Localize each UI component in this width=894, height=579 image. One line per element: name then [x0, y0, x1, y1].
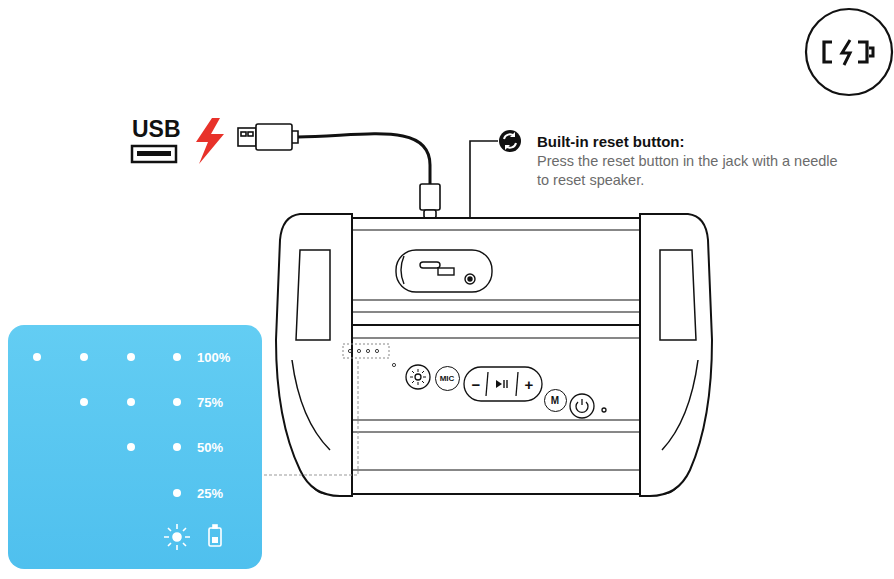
usb-port-icon [132, 146, 176, 162]
button-label: MIC [440, 374, 455, 383]
level-percent: 75% [197, 395, 223, 410]
level-percent: 25% [197, 486, 223, 501]
indicator-leds [348, 349, 395, 366]
reset-icon [499, 130, 521, 152]
volume-plus: + [525, 376, 534, 393]
usb-plug [238, 124, 298, 150]
mode-button: M [544, 389, 567, 412]
power-bolt [196, 118, 224, 164]
usb-text: USB [132, 116, 181, 143]
indicator-panel-ground [8, 325, 262, 569]
power-button [570, 394, 606, 418]
type-c-plug [420, 184, 440, 218]
port-panel [396, 250, 492, 292]
charging-icon [806, 9, 892, 95]
button-label: M [551, 395, 559, 406]
callout-heading: Built-in reset button: [537, 133, 684, 150]
level-percent: 50% [197, 440, 223, 455]
battery-icon [209, 525, 221, 546]
speaker-body [276, 214, 712, 496]
volume-minus: − [472, 376, 481, 393]
mic-button: MIC [435, 366, 460, 391]
cable [298, 134, 430, 184]
indicator-leader [264, 360, 358, 475]
callout-body: Press the reset button in the jack with … [537, 152, 852, 190]
level-dots [33, 353, 181, 497]
level-percent: 100% [197, 350, 230, 365]
indicator-panel: 100% 75% 50% 25% [8, 325, 262, 569]
volume-pill [464, 367, 542, 401]
blink-icon [164, 524, 190, 550]
light-button [406, 365, 430, 389]
indicator-frame [343, 344, 389, 358]
